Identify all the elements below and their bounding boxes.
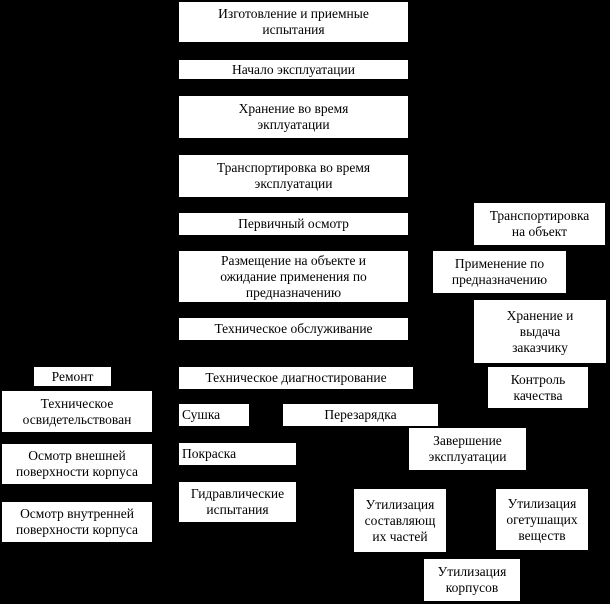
box-transport-to-site: Транспортировка на объект — [474, 203, 605, 245]
box-repair: Ремонт — [34, 367, 111, 386]
box-recycle-extinguishing-agents: Утилизация огетушащих веществ — [496, 489, 588, 550]
box-start-of-operation: Начало эксплуатации — [179, 60, 408, 79]
box-end-of-operation: Завершение эксплуатации — [409, 428, 526, 470]
box-storage-and-issue: Хранение и выдача заказчику — [474, 300, 606, 363]
box-recycle-components: Утилизация составляющ их частей — [354, 489, 446, 552]
box-manufacture: Изготовление и приемные испытания — [179, 2, 408, 42]
box-recharge: Перезарядка — [283, 404, 438, 426]
box-storage: Хранение во время экплуатации — [179, 96, 408, 138]
box-inner-surface-inspection: Осмотр внутренней поверхности корпуса — [2, 502, 152, 542]
box-technical-examination: Техническое освидетельствован — [2, 391, 152, 432]
box-painting: Покраска — [179, 443, 296, 465]
box-diagnostics: Техническое диагностирование — [179, 367, 413, 389]
box-drying: Сушка — [179, 404, 249, 426]
box-use-as-intended: Применение по предназначению — [433, 251, 566, 293]
box-quality-control: Контроль качества — [488, 367, 588, 408]
box-recycle-bodies: Утилизация корпусов — [424, 559, 520, 601]
box-hydro-tests: Гидравлические испытания — [179, 482, 296, 522]
box-placement: Размещение на объекте и ожидание примене… — [179, 251, 408, 302]
box-initial-inspection: Первичный осмотр — [179, 213, 408, 235]
box-maintenance: Техническое обслуживание — [179, 318, 408, 340]
box-outer-surface-inspection: Осмотр внешней поверхности корпуса — [2, 444, 152, 484]
box-transport: Транспортировка во время эксплуатации — [179, 155, 408, 197]
